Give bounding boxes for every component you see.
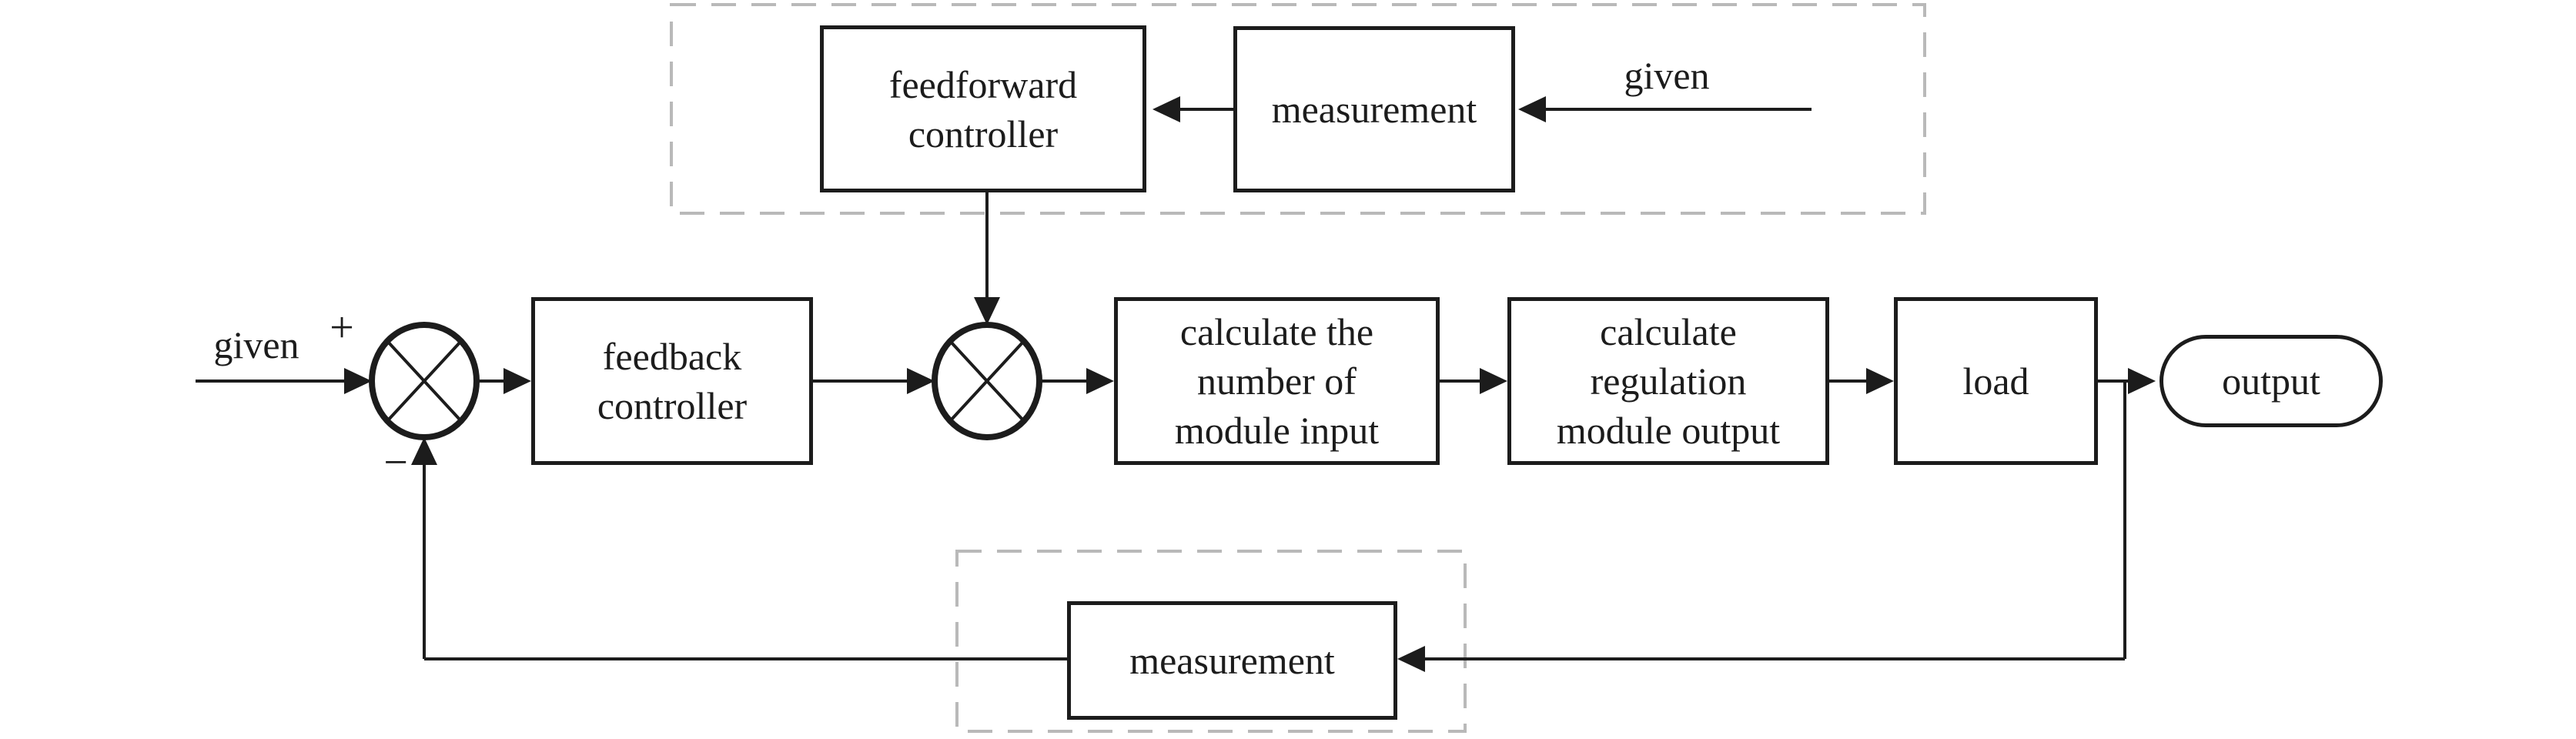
measurement-bottom-block: measurement [1067,601,1397,720]
measurement-group-dashed-border [955,550,1467,733]
measurement-bottom-label: measurement [1129,639,1335,682]
arrowhead-into-measurement-top [1518,96,1546,122]
output-label: output [2222,359,2320,403]
feedback-controller-label-line1: feedback [602,335,742,378]
arrowhead-down-into-sum2 [974,297,1000,325]
calculate-module-output-block: calculate regulation module output [1507,297,1829,465]
arrowhead-into-feedforward [1153,96,1180,122]
arrowhead-into-calcinput [1086,368,1114,394]
feedback-controller-block: feedback controller [531,297,813,465]
measurement-top-block: measurement [1233,26,1515,192]
arrowhead-into-measurement-bottom [1397,646,1425,672]
calculate-module-output-line3: module output [1556,409,1781,452]
feedforward-controller-label-line1: feedforward [888,62,1078,106]
given-top-label: given [1624,54,1710,97]
calculate-module-output-line2: regulation [1590,359,1747,403]
sum1-minus-sign: − [383,439,408,487]
load-label: load [1962,359,2029,403]
feedforward-group-dashed-border [670,3,1926,215]
arrowhead-into-load [1866,368,1894,394]
calculate-module-input-line1: calculate the [1179,310,1374,353]
arrowhead-up-into-sum1 [411,437,437,465]
feedforward-controller-label-line2: controller [908,112,1059,155]
calculate-module-output-line1: calculate [1600,310,1737,353]
load-block: load [1894,297,2098,465]
feedforward-controller-block: feedforward controller [820,25,1146,192]
arrowhead-into-output [2128,368,2156,394]
arrowhead-into-sum1 [344,368,372,394]
output-terminator: output [2159,335,2383,427]
calculate-module-input-block: calculate the number of module input [1114,297,1440,465]
sum1-plus-sign: + [330,304,354,352]
given-left-label: given [213,323,299,366]
sum-junction-1-cross-b [386,339,463,423]
arrowhead-into-feedback [503,368,531,394]
calculate-module-input-line2: number of [1197,359,1357,403]
measurement-top-label: measurement [1271,88,1477,131]
arrowhead-into-sum2 [907,368,935,394]
arrowhead-into-calcoutput [1480,368,1507,394]
feedback-controller-label-line2: controller [597,384,748,427]
sum-junction-2-cross-b [948,339,1025,423]
calculate-module-input-line3: module input [1174,409,1380,452]
